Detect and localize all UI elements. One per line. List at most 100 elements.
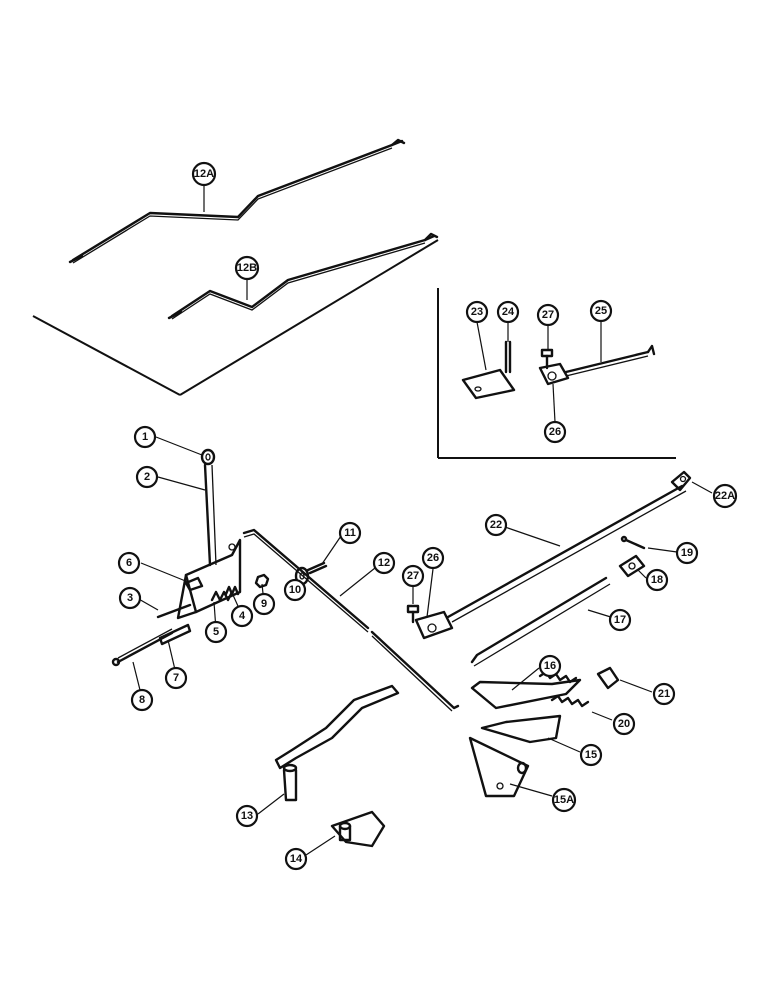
clevis-18 (618, 554, 646, 578)
callout-27-inset: 27 (536, 303, 560, 327)
callout-26-inset: 26 (543, 420, 567, 444)
svg-text:27: 27 (407, 570, 419, 582)
callout-25: 25 (589, 299, 613, 323)
rod-17 (470, 576, 611, 667)
panel-edge-right (179, 239, 439, 396)
inset-plate-23 (461, 368, 516, 400)
callout-16: 16 (538, 654, 562, 678)
cotter-11 (306, 561, 328, 575)
callout-13: 13 (235, 804, 259, 828)
svg-text:18: 18 (651, 574, 663, 586)
callout-5: 5 (204, 620, 228, 644)
svg-text:14: 14 (290, 853, 303, 865)
svg-text:8: 8 (139, 694, 145, 706)
panel-edge-left (32, 315, 181, 396)
springs-20 (538, 670, 590, 708)
svg-text:1: 1 (142, 431, 148, 443)
svg-text:25: 25 (595, 305, 607, 317)
callout-10: 10 (283, 578, 307, 602)
svg-text:9: 9 (261, 598, 267, 610)
inset-clevis-26 (538, 362, 570, 386)
bracket-6 (176, 538, 242, 620)
svg-text:20: 20 (618, 718, 630, 730)
svg-text:23: 23 (471, 306, 483, 318)
sleeve-7 (158, 623, 192, 646)
callout-22: 22 (484, 513, 508, 537)
callout-22a: 22A (712, 483, 738, 509)
callout-1: 1 (133, 425, 157, 449)
leader-lines (132, 175, 713, 856)
svg-text:19: 19 (681, 547, 693, 559)
callout-27-main: 27 (401, 564, 425, 588)
svg-text:4: 4 (239, 610, 246, 622)
svg-text:22: 22 (490, 519, 502, 531)
plate-15 (480, 714, 562, 744)
svg-text:15: 15 (585, 749, 597, 761)
clip-21 (596, 666, 620, 690)
callout-26-main: 26 (421, 546, 445, 570)
svg-text:13: 13 (241, 810, 253, 822)
inset-rod-25 (564, 344, 656, 377)
plate-16 (470, 678, 582, 710)
inset-frame (437, 288, 676, 459)
rod-12 (242, 528, 460, 712)
svg-text:26: 26 (549, 426, 561, 438)
pin-27 (406, 604, 420, 624)
callout-8: 8 (130, 688, 154, 712)
spring-4 (224, 585, 240, 596)
rod-2 (203, 463, 217, 567)
callout-11: 11 (338, 521, 362, 545)
washer-1 (200, 448, 216, 466)
callout-2: 2 (135, 465, 159, 489)
svg-text:12A: 12A (194, 168, 214, 180)
clevis-26 (414, 610, 454, 640)
arm-13 (274, 684, 400, 802)
svg-text:3: 3 (127, 592, 133, 604)
upper-panel (32, 239, 439, 396)
callout-15a: 15A (551, 787, 577, 813)
callout-21: 21 (652, 682, 676, 706)
callout-24: 24 (496, 300, 520, 324)
svg-text:26: 26 (427, 552, 439, 564)
callout-12: 12 (372, 551, 396, 575)
callout-20: 20 (612, 712, 636, 736)
callout-18: 18 (645, 568, 669, 592)
nut-9 (254, 573, 270, 589)
rod-12b (167, 232, 439, 320)
svg-text:17: 17 (614, 614, 626, 626)
callout-17: 17 (608, 608, 632, 632)
svg-text:12: 12 (378, 557, 390, 569)
clevis-22a (670, 470, 692, 492)
callout-6: 6 (117, 551, 141, 575)
svg-text:27: 27 (542, 309, 554, 321)
svg-text:16: 16 (544, 660, 556, 672)
svg-text:5: 5 (213, 626, 219, 638)
plate-15a (468, 736, 530, 798)
callouts: 1 2 3 4 5 6 7 8 9 10 11 12 12A 12B 13 14… (117, 161, 738, 871)
svg-text:6: 6 (126, 557, 132, 569)
callout-12a: 12A (191, 161, 217, 187)
callout-12b: 12B (234, 255, 260, 281)
rod-22 (446, 484, 687, 623)
svg-text:7: 7 (173, 672, 179, 684)
rod-12a (68, 138, 406, 264)
svg-text:10: 10 (289, 584, 301, 596)
svg-text:15A: 15A (554, 794, 574, 806)
plate-14 (330, 810, 386, 848)
callout-3: 3 (118, 586, 142, 610)
callout-9: 9 (252, 592, 276, 616)
spring-5 (210, 590, 234, 602)
svg-text:12B: 12B (237, 262, 257, 274)
svg-text:24: 24 (502, 306, 515, 318)
rod-8 (111, 628, 174, 667)
callout-7: 7 (164, 666, 188, 690)
callout-4: 4 (230, 604, 254, 628)
callout-19: 19 (675, 541, 699, 565)
inset-stud-24 (504, 340, 512, 374)
callout-23: 23 (465, 300, 489, 324)
svg-text:2: 2 (144, 471, 150, 483)
callout-15: 15 (579, 743, 603, 767)
svg-text:11: 11 (344, 527, 356, 539)
rod-3 (156, 603, 192, 619)
